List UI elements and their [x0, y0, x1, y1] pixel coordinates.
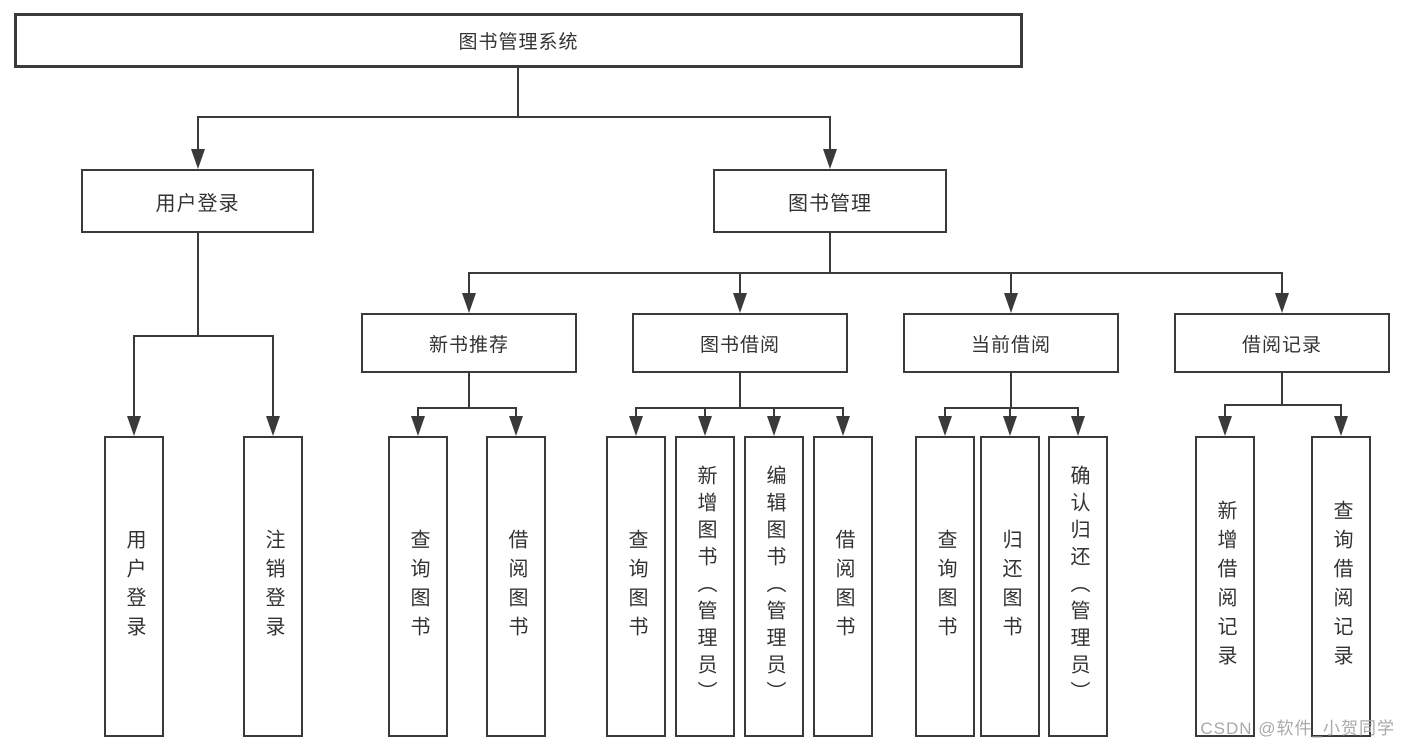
node-user-login: 用户登录 — [81, 169, 314, 233]
node-borrowing-records: 借阅记录 — [1174, 313, 1390, 373]
leaf-return-books: 归还图书 — [980, 436, 1040, 737]
leaf-query-borrow-record: 查询借阅记录 — [1311, 436, 1371, 737]
connector-current-to-leaves — [938, 373, 1085, 436]
node-new-book-recommend: 新书推荐 — [361, 313, 577, 373]
connector-userlogin-to-leaves — [127, 233, 280, 436]
node-current-borrowing: 当前借阅 — [903, 313, 1119, 373]
leaf-query-books-current: 查询图书 — [915, 436, 975, 737]
connector-newbook-to-leaves — [411, 373, 523, 436]
node-book-management: 图书管理 — [713, 169, 947, 233]
csdn-watermark: CSDN @软件_小贺同学 — [1200, 719, 1395, 738]
connector-borrow-to-leaves — [629, 373, 850, 436]
leaf-confirm-return-admin: 确认归还（管理员） — [1048, 436, 1108, 737]
leaf-query-books-recommend: 查询图书 — [388, 436, 448, 737]
leaf-add-borrow-record: 新增借阅记录 — [1195, 436, 1255, 737]
leaf-user-login: 用户登录 — [104, 436, 164, 737]
leaf-edit-books-admin: 编辑图书（管理员） — [744, 436, 804, 737]
leaf-query-books-borrow: 查询图书 — [606, 436, 666, 737]
leaf-logout: 注销登录 — [243, 436, 303, 737]
node-book-borrowing: 图书借阅 — [632, 313, 848, 373]
node-library-system: 图书管理系统 — [14, 13, 1023, 68]
leaf-borrow-books-recommend: 借阅图书 — [486, 436, 546, 737]
connector-root-to-level2 — [191, 68, 837, 169]
leaf-add-books-admin: 新增图书（管理员） — [675, 436, 735, 737]
connector-bookmgmt-to-level3 — [462, 233, 1289, 313]
connector-records-to-leaves — [1218, 373, 1348, 436]
leaf-borrow-books: 借阅图书 — [813, 436, 873, 737]
